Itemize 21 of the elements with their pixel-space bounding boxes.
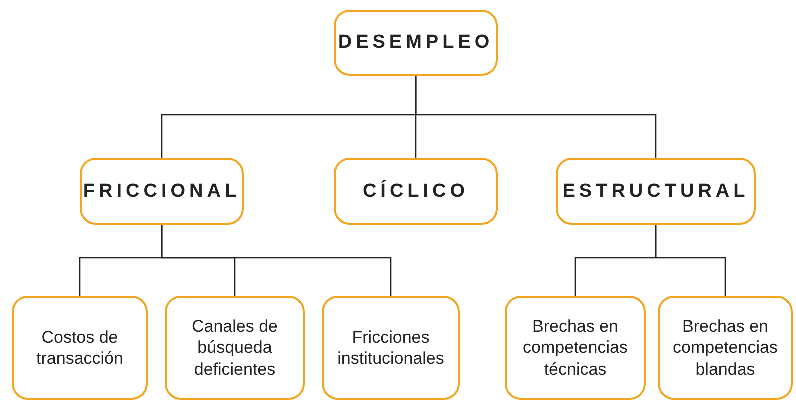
category-box: [334, 10, 498, 76]
node-label: Brechas en competencias técnicas: [522, 316, 629, 380]
subcategory-box: [658, 296, 793, 400]
subcategory-box: [505, 296, 646, 400]
node-label: Fricciones institucionales: [336, 326, 446, 370]
node-label: ESTRUCTURAL: [562, 180, 750, 202]
category-box: [80, 158, 244, 225]
node-label: Canales de búsqueda deficientes: [190, 316, 279, 380]
node-label: Costos de transacción: [36, 326, 124, 370]
connector-line: [655, 225, 726, 296]
node-label: DESEMPLEO: [338, 32, 494, 54]
subcategory-box: [165, 296, 305, 400]
node-label: FRICCIONAL: [83, 180, 241, 202]
category-box: [556, 158, 756, 225]
node-label: Brechas en competencias blandas: [672, 316, 779, 380]
connector-line: [161, 225, 392, 296]
subcategory-box: [12, 296, 148, 400]
node-label: CÍCLICO: [362, 180, 470, 202]
connector-line: [415, 76, 657, 158]
subcategory-box: [322, 296, 460, 400]
category-box: [334, 158, 498, 225]
